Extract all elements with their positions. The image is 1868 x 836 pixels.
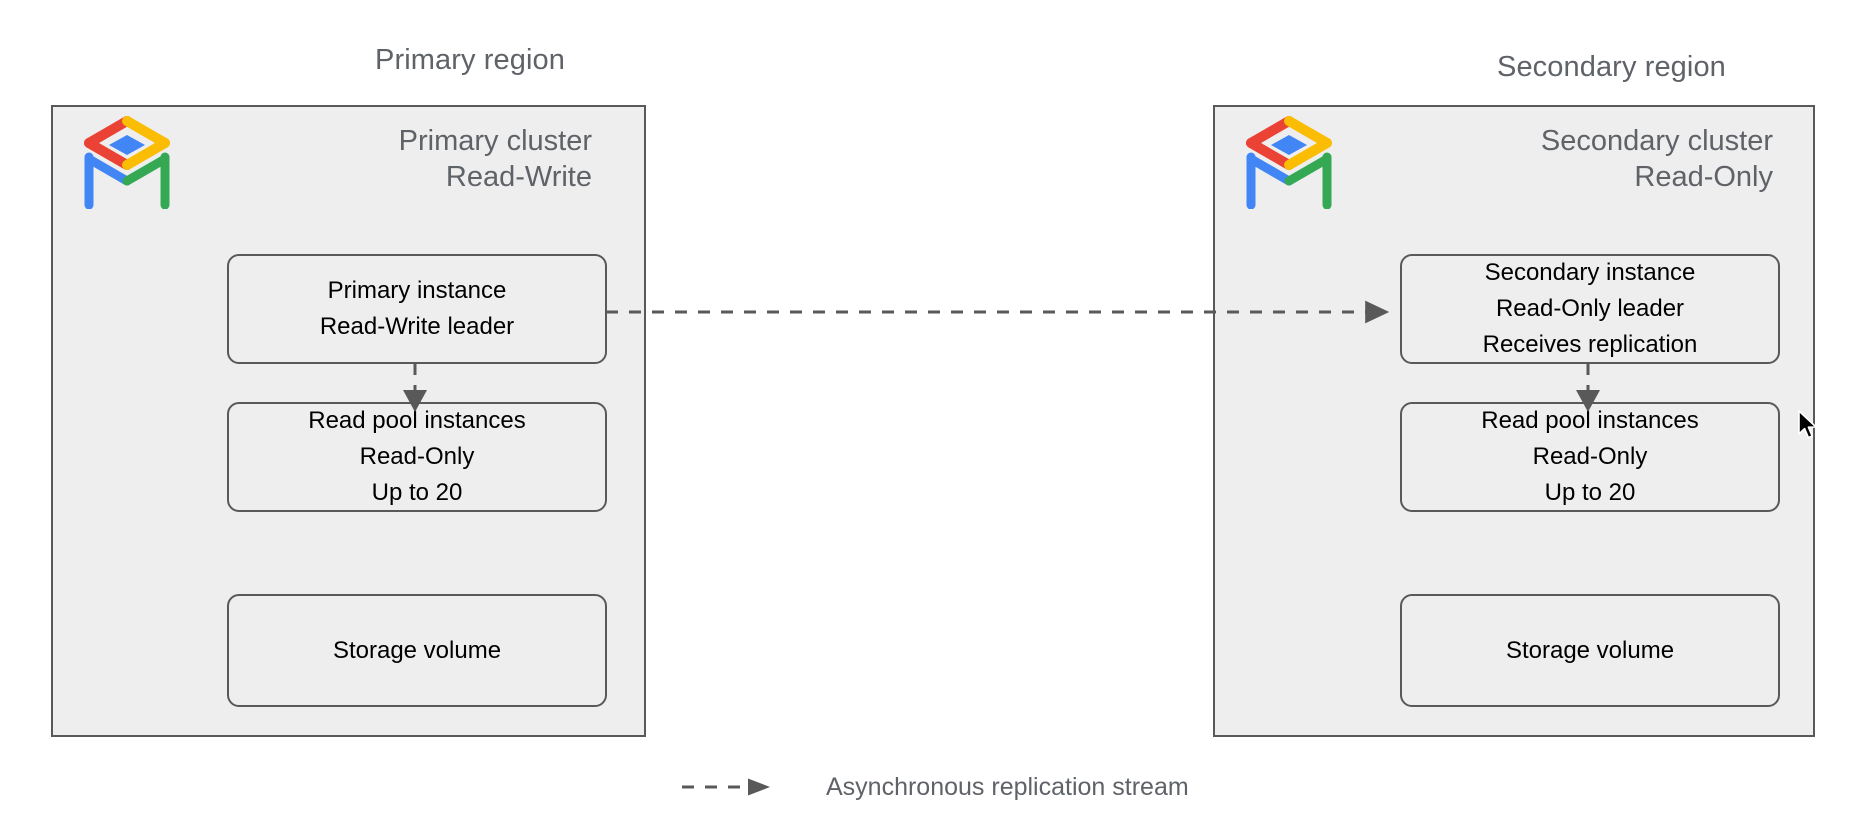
alloydb-logo-icon (84, 116, 170, 209)
primary-storage-node[interactable]: Storage volume (227, 594, 607, 707)
primary-cluster-title: Primary cluster Read-Write (398, 125, 592, 193)
primary-cluster-container: Primary cluster Read-Write Primary insta… (51, 105, 646, 737)
secondary-cluster-title: Secondary cluster Read-Only (1540, 125, 1773, 193)
secondary-read-pool-node[interactable]: Read pool instances Read-Only Up to 20 (1400, 402, 1780, 512)
primary-read-pool-node[interactable]: Read pool instances Read-Only Up to 20 (227, 402, 607, 512)
mouse-pointer-icon (1798, 410, 1817, 439)
primary-instance-node[interactable]: Primary instance Read-Write leader (227, 254, 607, 364)
legend-dashed-arrow-icon (682, 778, 770, 796)
secondary-storage-node[interactable]: Storage volume (1400, 594, 1780, 707)
secondary-region-title: Secondary region (1497, 51, 1726, 83)
legend-label: Asynchronous replication stream (826, 772, 1189, 801)
primary-region-title: Primary region (375, 44, 565, 76)
legend: Asynchronous replication stream (680, 772, 1189, 802)
secondary-instance-node[interactable]: Secondary instance Read-Only leader Rece… (1400, 254, 1780, 364)
secondary-cluster-container: Secondary cluster Read-Only Secondary in… (1213, 105, 1815, 737)
alloydb-logo-icon (1246, 116, 1332, 209)
